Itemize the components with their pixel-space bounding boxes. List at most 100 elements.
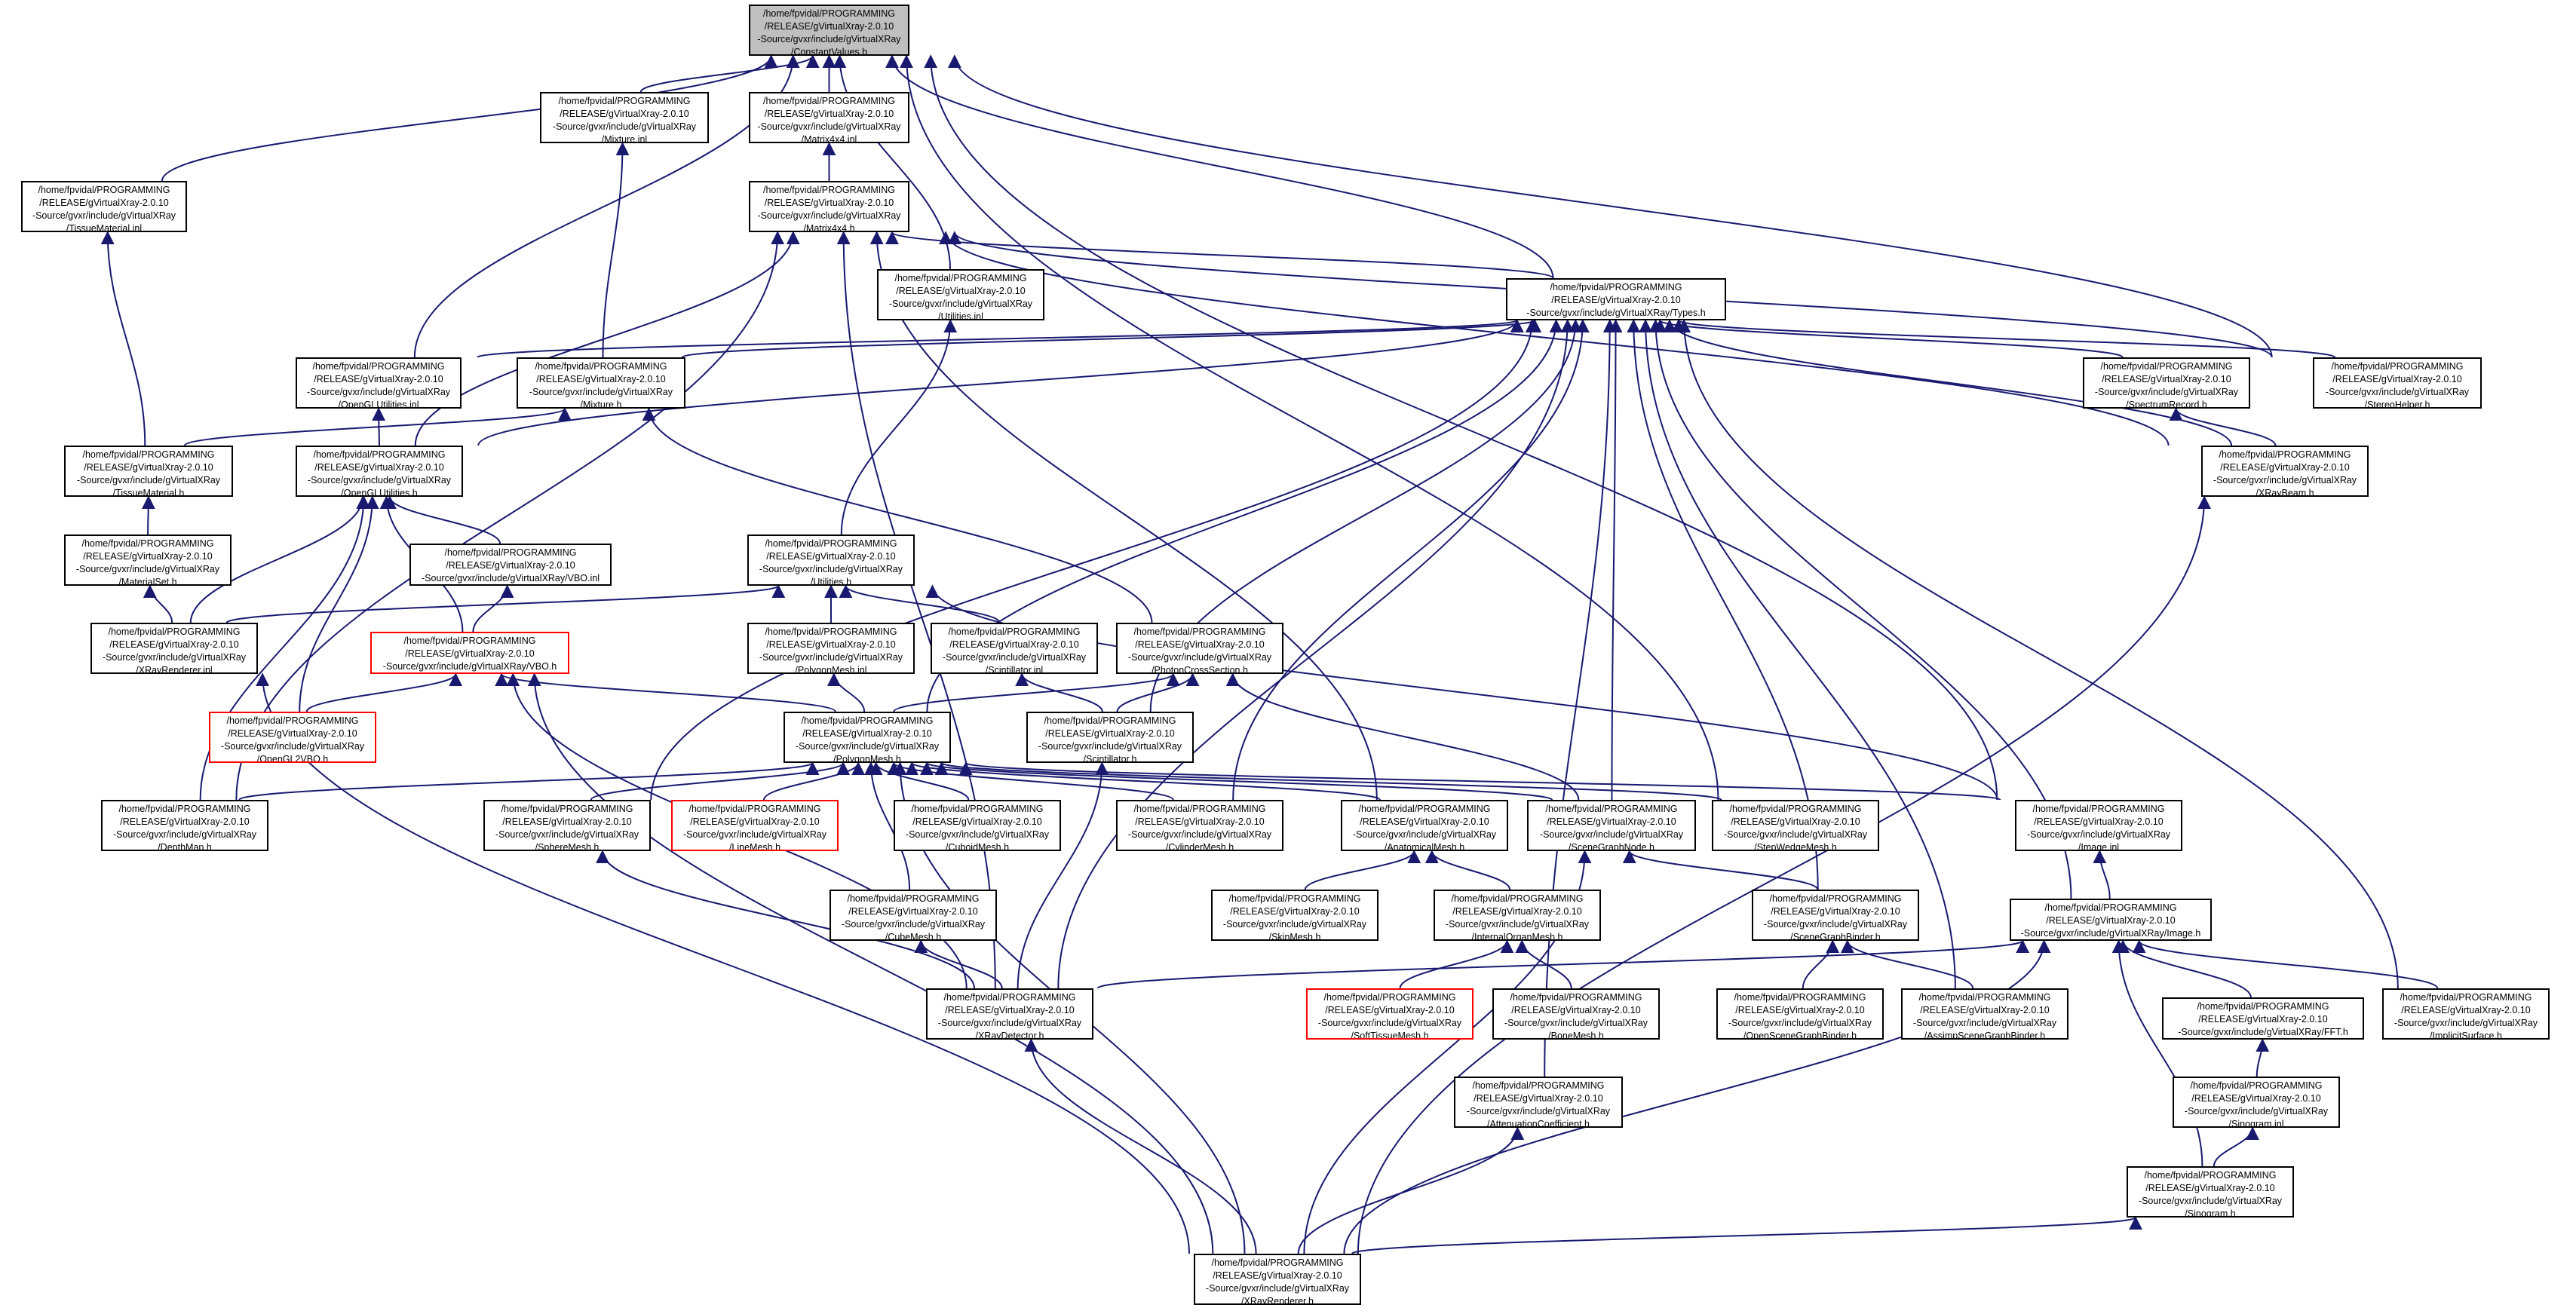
node-path-line: /RELEASE/gVirtualXray-2.0.10	[446, 560, 575, 571]
file-node-xraydetector-h[interactable]: /home/fpvidal/PROGRAMMING/RELEASE/gVirtu…	[926, 988, 1093, 1040]
node-path-line: /RELEASE/gVirtualXray-2.0.10	[1735, 1005, 1865, 1015]
node-path-line: -Source/gvxr/include/gVirtualXRay/Image.…	[2020, 928, 2201, 939]
file-node-materialset-h[interactable]: /home/fpvidal/PROGRAMMING/RELEASE/gVirtu…	[64, 534, 232, 586]
include-edge-scintillator_h-to-scintillator_inl	[1015, 672, 1103, 712]
file-node-image-h[interactable]: /home/fpvidal/PROGRAMMING/RELEASE/gVirtu…	[2010, 899, 2212, 941]
file-node-vbo-h[interactable]: /home/fpvidal/PROGRAMMING/RELEASE/gVirtu…	[370, 632, 569, 674]
include-edge-scenegraphnode_h-to-photoncrosssection_h	[1225, 672, 1580, 801]
file-node-openglutilities-h[interactable]: /home/fpvidal/PROGRAMMING/RELEASE/gVirtu…	[296, 446, 463, 497]
include-edge-anatomicalmesh_h-to-matrix4x4_h	[869, 231, 1378, 801]
file-node-cuboidmesh-h[interactable]: /home/fpvidal/PROGRAMMING/RELEASE/gVirtu…	[894, 800, 1061, 851]
file-node-openscenegraphbinder-h[interactable]: /home/fpvidal/PROGRAMMING/RELEASE/gVirtu…	[1716, 988, 1884, 1040]
file-node-mixture-inl[interactable]: /home/fpvidal/PROGRAMMING/RELEASE/gVirtu…	[540, 92, 709, 143]
node-path-line: /home/fpvidal/PROGRAMMING	[2219, 449, 2351, 460]
include-edge-polygonmesh_h-to-photoncrosssection_h	[893, 672, 1180, 712]
file-node-cylindermesh-h[interactable]: /home/fpvidal/PROGRAMMING/RELEASE/gVirtu…	[1116, 800, 1283, 851]
file-node-matrix4x4-h[interactable]: /home/fpvidal/PROGRAMMING/RELEASE/gVirtu…	[749, 181, 909, 232]
file-node-attenuationcoefficient-h[interactable]: /home/fpvidal/PROGRAMMING/RELEASE/gVirtu…	[1454, 1077, 1623, 1128]
file-node-opengl2vbo-h[interactable]: /home/fpvidal/PROGRAMMING/RELEASE/gVirtu…	[209, 712, 376, 763]
file-node-skinmesh-h[interactable]: /home/fpvidal/PROGRAMMING/RELEASE/gVirtu…	[1211, 890, 1378, 941]
file-node-xraybeam-h[interactable]: /home/fpvidal/PROGRAMMING/RELEASE/gVirtu…	[2201, 446, 2369, 497]
node-path-line: /StepWedgeMesh.h	[1754, 842, 1837, 851]
node-path-line: /home/fpvidal/PROGRAMMING	[501, 804, 633, 814]
node-path-line: /home/fpvidal/PROGRAMMING	[535, 361, 667, 372]
file-node-utilities-inl[interactable]: /home/fpvidal/PROGRAMMING/RELEASE/gVirtu…	[877, 269, 1044, 320]
file-node-assimpscenegraphbinder-h[interactable]: /home/fpvidal/PROGRAMMING/RELEASE/gVirtu…	[1901, 988, 2068, 1040]
file-node-openglutilities-inl[interactable]: /home/fpvidal/PROGRAMMING/RELEASE/gVirtu…	[296, 357, 462, 409]
node-path-line: /home/fpvidal/PROGRAMMING	[2100, 361, 2233, 372]
node-path-line: /SphereMesh.h	[535, 842, 600, 851]
file-node-tissuematerial-h[interactable]: /home/fpvidal/PROGRAMMING/RELEASE/gVirtu…	[64, 446, 233, 497]
node-path-line: -Source/gvxr/include/gVirtualXRay	[495, 829, 639, 840]
include-edge-xrayrenderer_h-to-xraydetector_h	[1024, 1038, 1257, 1254]
file-node-matrix4x4-inl[interactable]: /home/fpvidal/PROGRAMMING/RELEASE/gVirtu…	[749, 92, 909, 143]
file-node-xrayrenderer-h[interactable]: /home/fpvidal/PROGRAMMING/RELEASE/gVirtu…	[1194, 1254, 1361, 1305]
file-node-types-h[interactable]: /home/fpvidal/PROGRAMMING/RELEASE/gVirtu…	[1506, 278, 1726, 320]
file-node-spectrumrecord-h[interactable]: /home/fpvidal/PROGRAMMING/RELEASE/gVirtu…	[2083, 357, 2250, 409]
file-node-depthmap-h[interactable]: /home/fpvidal/PROGRAMMING/RELEASE/gVirtu…	[101, 800, 268, 851]
node-path-line: /RELEASE/gVirtualXray-2.0.10	[84, 462, 213, 473]
file-node-tissuematerial-inl[interactable]: /home/fpvidal/PROGRAMMING/RELEASE/gVirtu…	[21, 181, 187, 232]
file-node-linemesh-h[interactable]: /home/fpvidal/PROGRAMMING/RELEASE/gVirtu…	[671, 800, 839, 851]
node-path-line: -Source/gvxr/include/gVirtualXRay	[905, 829, 1050, 840]
node-path-line: /home/fpvidal/PROGRAMMING	[2400, 992, 2532, 1003]
file-node-spheremesh-h[interactable]: /home/fpvidal/PROGRAMMING/RELEASE/gVirtu…	[483, 800, 651, 851]
file-node-xrayrenderer-inl[interactable]: /home/fpvidal/PROGRAMMING/RELEASE/gVirtu…	[90, 623, 258, 674]
file-node-implicitsurface-h[interactable]: /home/fpvidal/PROGRAMMING/RELEASE/gVirtu…	[2382, 988, 2550, 1040]
node-path-line: /RELEASE/gVirtualXray-2.0.10	[2046, 915, 2176, 926]
file-node-image-inl[interactable]: /home/fpvidal/PROGRAMMING/RELEASE/gVirtu…	[2015, 800, 2182, 851]
file-node-sinogram-h[interactable]: /home/fpvidal/PROGRAMMING/RELEASE/gVirtu…	[2127, 1166, 2294, 1218]
node-path-line: /home/fpvidal/PROGRAMMING	[762, 8, 896, 19]
file-node-fft-h[interactable]: /home/fpvidal/PROGRAMMING/RELEASE/gVirtu…	[2162, 997, 2364, 1040]
include-edge-xraybeam_h-to-matrix4x4_h	[939, 231, 2170, 446]
include-edge-implicitsurface_h-to-types_h	[1677, 319, 2399, 989]
file-node-anatomicalmesh-h[interactable]: /home/fpvidal/PROGRAMMING/RELEASE/gVirtu…	[1341, 800, 1508, 851]
file-node-stereohelper-h[interactable]: /home/fpvidal/PROGRAMMING/RELEASE/gVirtu…	[2313, 357, 2482, 409]
file-node-polygonmesh-inl[interactable]: /home/fpvidal/PROGRAMMING/RELEASE/gVirtu…	[747, 623, 915, 674]
file-node-scintillator-h[interactable]: /home/fpvidal/PROGRAMMING/RELEASE/gVirtu…	[1026, 712, 1194, 763]
include-edge-assimpscenegraphbinder_h-to-types_h	[1639, 319, 1956, 989]
file-node-scenegraphnode-h[interactable]: /home/fpvidal/PROGRAMMING/RELEASE/gVirtu…	[1527, 800, 1696, 851]
file-node-stepwedgemesh-h[interactable]: /home/fpvidal/PROGRAMMING/RELEASE/gVirtu…	[1712, 800, 1879, 851]
node-path-line: /home/fpvidal/PROGRAMMING	[762, 185, 896, 195]
node-path-line: /AssimpSceneGraphBinder.h	[1924, 1031, 2046, 1040]
file-node-mixture-h[interactable]: /home/fpvidal/PROGRAMMING/RELEASE/gVirtu…	[517, 357, 685, 409]
file-node-vbo-inl[interactable]: /home/fpvidal/PROGRAMMING/RELEASE/gVirtu…	[409, 544, 612, 586]
node-path-line: /RELEASE/gVirtualXray-2.0.10	[1045, 728, 1175, 739]
node-path-line: /home/fpvidal/PROGRAMMING	[108, 626, 241, 637]
node-path-line: /home/fpvidal/PROGRAMMING	[1510, 992, 1642, 1003]
file-node-utilities-h[interactable]: /home/fpvidal/PROGRAMMING/RELEASE/gVirtu…	[747, 534, 915, 586]
node-path-line: /home/fpvidal/PROGRAMMING	[1211, 1257, 1344, 1268]
node-path-line: /RELEASE/gVirtualXray-2.0.10	[83, 551, 213, 562]
include-edge-sinogram_inl-to-fft_h	[2256, 1038, 2270, 1077]
node-path-line: /RELEASE/gVirtualXray-2.0.10	[1325, 1005, 1455, 1015]
file-node-photoncrosssection-h[interactable]: /home/fpvidal/PROGRAMMING/RELEASE/gVirtu…	[1116, 623, 1283, 674]
include-edge-tissuematerial_h-to-tissuematerial_inl	[100, 231, 146, 446]
node-path-line: /home/fpvidal/PROGRAMMING	[1044, 715, 1176, 726]
file-node-softtissuemesh-h[interactable]: /home/fpvidal/PROGRAMMING/RELEASE/gVirtu…	[1306, 988, 1474, 1040]
file-node-scenegraphbinder-h[interactable]: /home/fpvidal/PROGRAMMING/RELEASE/gVirtu…	[1752, 890, 1919, 941]
node-path-line: /SpectrumRecord.h	[2126, 400, 2207, 409]
node-path-line: /RELEASE/gVirtualXray-2.0.10	[1547, 816, 1676, 827]
file-node-constantvalues-h[interactable]: /home/fpvidal/PROGRAMMING/RELEASE/gVirtu…	[749, 5, 909, 56]
file-node-internalorganmesh-h[interactable]: /home/fpvidal/PROGRAMMING/RELEASE/gVirtu…	[1434, 890, 1601, 941]
file-node-bonemesh-h[interactable]: /home/fpvidal/PROGRAMMING/RELEASE/gVirtu…	[1492, 988, 1660, 1040]
node-path-line: /RELEASE/gVirtualXray-2.0.10	[39, 198, 169, 208]
node-path-line: /RELEASE/gVirtualXray-2.0.10	[764, 109, 894, 119]
node-path-line: /XRayRenderer.inl	[136, 665, 213, 674]
node-path-line: /home/fpvidal/PROGRAMMING	[1472, 1080, 1605, 1091]
node-path-line: /home/fpvidal/PROGRAMMING	[403, 636, 536, 646]
include-edge-stepwedgemesh_h-to-constantvalues_h	[900, 54, 1719, 801]
node-path-line: /XRayBeam.h	[2256, 488, 2314, 497]
file-node-polygonmesh-h[interactable]: /home/fpvidal/PROGRAMMING/RELEASE/gVirtu…	[784, 712, 951, 763]
node-path-line: /Scintillator.inl	[985, 665, 1044, 674]
node-path-line: /home/fpvidal/PROGRAMMING	[558, 96, 691, 106]
node-path-line: /home/fpvidal/PROGRAMMING	[38, 185, 170, 195]
file-node-sinogram-inl[interactable]: /home/fpvidal/PROGRAMMING/RELEASE/gVirtu…	[2173, 1077, 2340, 1128]
node-path-line: -Source/gvxr/include/gVirtualXRay	[1038, 741, 1182, 752]
node-path-line: /RELEASE/gVirtualXray-2.0.10	[1731, 816, 1860, 827]
node-path-line: /RELEASE/gVirtualXray-2.0.10	[1213, 1270, 1342, 1281]
node-path-line: /RELEASE/gVirtualXray-2.0.10	[945, 1005, 1075, 1015]
file-node-scintillator-inl[interactable]: /home/fpvidal/PROGRAMMING/RELEASE/gVirtu…	[931, 623, 1098, 674]
file-node-cubemesh-h[interactable]: /home/fpvidal/PROGRAMMING/RELEASE/gVirtu…	[830, 890, 997, 941]
